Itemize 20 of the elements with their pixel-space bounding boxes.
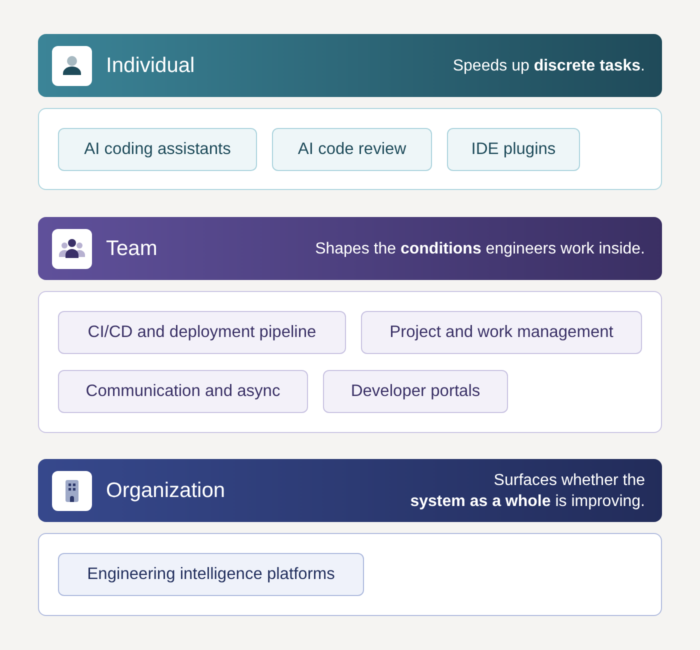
tag-panel <box>38 108 662 190</box>
tag-panel <box>38 291 662 433</box>
category-tag: AI code review <box>272 128 432 171</box>
band-title: Organization <box>106 478 226 502</box>
category-tag: Developer portals <box>323 370 508 413</box>
band-description: Surfaces whether the system as a whole is improving. <box>409 470 645 512</box>
header-band <box>38 459 662 522</box>
category-tag: AI coding assistants <box>58 128 257 171</box>
category-tag: Project and work management <box>361 311 642 354</box>
band-title: Team <box>106 236 158 260</box>
header-band <box>38 34 662 97</box>
band-description: Speeds up discrete tasks. <box>452 56 645 76</box>
category-tag: Communication and async <box>58 370 308 413</box>
category-tag: Engineering intelligence platforms <box>58 553 364 596</box>
tag-panel <box>38 533 662 616</box>
header-band <box>38 217 662 280</box>
category-tag: CI/CD and deployment pipeline <box>58 311 346 354</box>
category-tag: IDE plugins <box>447 128 580 171</box>
band-description: Shapes the conditions engineers work inside. <box>315 239 645 259</box>
band-title: Individual <box>106 54 195 78</box>
